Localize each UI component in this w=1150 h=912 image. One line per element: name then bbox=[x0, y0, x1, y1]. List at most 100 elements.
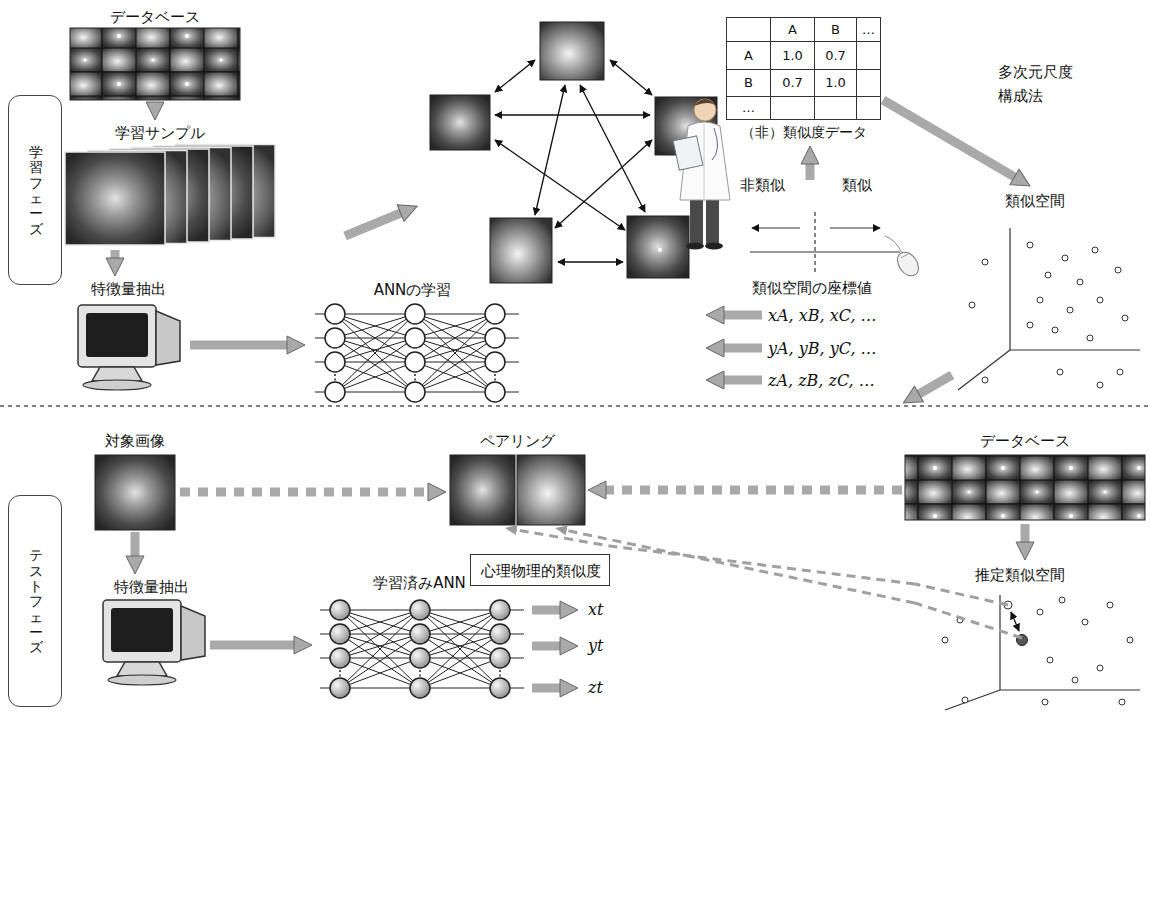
table-cell: A bbox=[727, 42, 771, 70]
table-cell-text: 1.0 bbox=[825, 75, 846, 91]
mouse-icon bbox=[893, 248, 923, 280]
doctor-figure bbox=[712, 128, 718, 160]
table-cell bbox=[815, 97, 857, 120]
scatter-points bbox=[969, 302, 975, 308]
image-pentagon bbox=[430, 95, 490, 150]
database-mosaic bbox=[70, 28, 240, 100]
scatter-points bbox=[1122, 315, 1128, 321]
node-heading: データベース bbox=[110, 8, 200, 26]
scatter-points bbox=[1092, 247, 1098, 253]
scatter-points bbox=[1077, 279, 1083, 285]
block-arrow-connector bbox=[151, 102, 160, 110]
doctor-figure bbox=[690, 196, 703, 244]
scatter-axes bbox=[958, 228, 1140, 390]
scatter-points bbox=[1027, 242, 1033, 248]
coordinate-label: yt bbox=[588, 636, 603, 655]
dashed-leader bbox=[915, 603, 1022, 638]
coordinate-label: zt bbox=[588, 678, 603, 697]
target-image bbox=[95, 455, 175, 530]
comparison-arrows bbox=[580, 85, 645, 212]
training-samples: 学習サンプル bbox=[62, 120, 294, 250]
image-pentagon bbox=[658, 248, 662, 252]
doctor-figure bbox=[706, 196, 719, 244]
block-arrow bbox=[716, 376, 762, 385]
table-cell-text: A bbox=[788, 22, 797, 38]
dashed-leader bbox=[915, 584, 1008, 605]
block-arrow bbox=[345, 210, 408, 236]
coordinate-label: xt bbox=[588, 600, 603, 619]
image-pentagon bbox=[540, 22, 604, 80]
node-heading: ペアリング bbox=[480, 432, 555, 450]
doctor-figure bbox=[673, 136, 703, 170]
table-cell: B bbox=[727, 70, 771, 97]
phase-separator bbox=[0, 406, 1150, 407]
rating-slider bbox=[830, 227, 880, 228]
scatter-points bbox=[962, 697, 968, 703]
similarity-box: 心理物理的類似度 bbox=[470, 554, 610, 586]
scatter-points bbox=[1027, 322, 1033, 328]
block-arrow bbox=[716, 315, 952, 398]
node-heading: 類似空間 bbox=[1005, 192, 1065, 210]
edge-label: 多次元尺度構成法 bbox=[998, 60, 1073, 108]
block-arrow bbox=[532, 684, 568, 693]
sample-stack bbox=[65, 152, 165, 245]
comparison-arrows bbox=[558, 261, 623, 262]
table-cell: … bbox=[857, 18, 881, 42]
pair-images bbox=[517, 455, 585, 525]
image-pentagon bbox=[430, 22, 717, 283]
block-arrow bbox=[912, 375, 952, 398]
scatter-points bbox=[1097, 382, 1103, 388]
coordinate-label: zA, zB, zC, … bbox=[768, 371, 875, 390]
table-cell-text: … bbox=[862, 22, 875, 38]
block-arrow bbox=[716, 344, 762, 353]
block-arrow-connector bbox=[883, 100, 1021, 181]
scatter-points bbox=[1082, 619, 1088, 625]
table-caption: （非）類似度データ bbox=[741, 124, 867, 141]
block-arrow-connector bbox=[131, 532, 140, 564]
scatter-points bbox=[1117, 369, 1123, 375]
doctor-figure bbox=[704, 124, 705, 200]
table-cell-text: 0.7 bbox=[782, 75, 803, 91]
coordinate-label: xA, xB, xC, … bbox=[768, 306, 877, 325]
scatter-points bbox=[969, 242, 1128, 388]
dashed-leader bbox=[915, 584, 1022, 638]
block-arrow bbox=[532, 606, 568, 615]
phase-label: 学習フェーズ bbox=[29, 145, 43, 237]
scatter-points bbox=[1047, 657, 1053, 663]
computer-icon bbox=[78, 305, 180, 390]
comparison-arrows bbox=[495, 60, 535, 92]
phase-label-box: 学習フェーズ bbox=[8, 95, 62, 285]
scatter-axes bbox=[958, 228, 1140, 390]
dashed-connector bbox=[562, 529, 915, 603]
estimated-point bbox=[1011, 612, 1019, 631]
block-arrow bbox=[532, 642, 568, 651]
database-image: データベース bbox=[66, 6, 244, 102]
scatter-points bbox=[1037, 609, 1043, 615]
image-pentagon bbox=[490, 218, 552, 283]
scatter-points bbox=[1072, 677, 1078, 683]
block-arrow-connector bbox=[1021, 524, 1030, 550]
database-image: データベース bbox=[902, 432, 1148, 524]
comparison-arrows bbox=[535, 85, 565, 215]
phase-label: テストフェーズ bbox=[29, 548, 43, 656]
table-cell bbox=[857, 97, 881, 120]
doctor-figure bbox=[694, 99, 716, 106]
rating-slider bbox=[750, 251, 900, 252]
comparison-arrows bbox=[495, 60, 652, 262]
ann-training: ANNの学習 bbox=[305, 281, 520, 403]
scatter-points bbox=[1037, 297, 1043, 303]
node-heading: データベース bbox=[980, 432, 1070, 450]
phase-label-box: テストフェーズ bbox=[8, 495, 62, 707]
table-cell bbox=[727, 18, 771, 42]
rating-slider bbox=[814, 212, 815, 272]
text-label: 類似 bbox=[842, 176, 872, 194]
table-cell bbox=[857, 70, 881, 97]
comparison-arrows bbox=[555, 140, 652, 228]
computer-icon bbox=[78, 305, 180, 390]
comparison-arrows bbox=[495, 140, 625, 230]
table-cell: 1.0 bbox=[815, 70, 857, 97]
comparison-arrows bbox=[495, 114, 650, 115]
block-arrow-connector bbox=[180, 488, 436, 497]
scatter-points bbox=[1067, 307, 1073, 313]
